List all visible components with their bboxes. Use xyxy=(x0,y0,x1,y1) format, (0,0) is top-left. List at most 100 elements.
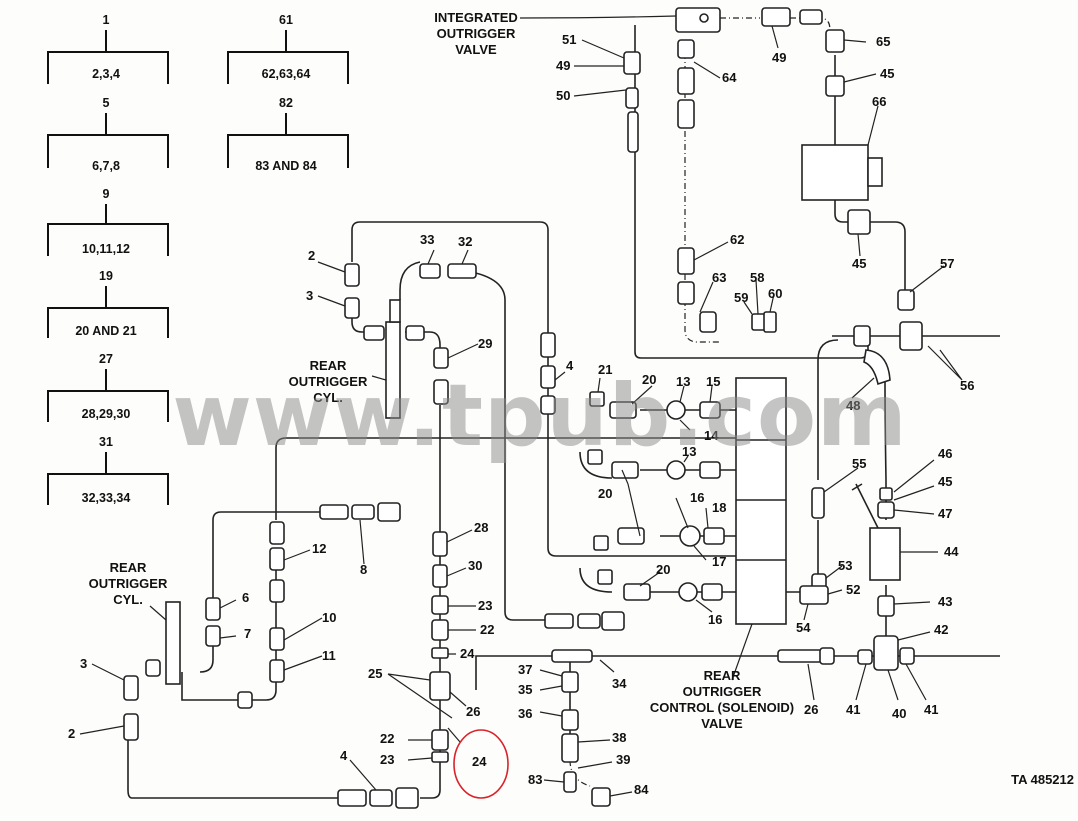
callout: 49 xyxy=(556,58,570,73)
fitting-22b xyxy=(431,729,449,751)
fitting-64c xyxy=(677,99,695,129)
callout: 53 xyxy=(838,558,852,573)
tree-top: 31 xyxy=(99,435,113,449)
rear-cylinder-upper-rod xyxy=(389,299,401,323)
callout: 18 xyxy=(712,500,726,515)
integrated-valve-port xyxy=(699,13,709,23)
rear-cylinder-lower xyxy=(165,601,181,685)
fitting-43 xyxy=(877,595,895,617)
callout: 28 xyxy=(474,520,488,535)
callout: 11 xyxy=(322,648,336,663)
tree-top: 19 xyxy=(99,269,113,283)
callout: 17 xyxy=(712,554,726,569)
fitting-20b-cap xyxy=(587,449,603,465)
fitting-48-elbow xyxy=(863,349,891,386)
fitting-20a xyxy=(609,401,637,419)
fitting-cyl-lower-b xyxy=(237,691,253,709)
callout: 3 xyxy=(80,656,87,671)
callout: 22 xyxy=(480,622,494,637)
item-44-valve xyxy=(869,527,901,581)
tree-bracket xyxy=(227,30,349,84)
fitting-34c xyxy=(601,611,625,631)
pipe-26-link xyxy=(475,655,560,690)
callout: 26 xyxy=(466,704,480,719)
fitting-57 xyxy=(897,289,915,311)
tree-bottom: 10,11,12 xyxy=(82,242,130,256)
fitting-4f xyxy=(395,787,419,809)
callout: 47 xyxy=(938,506,952,521)
caption-control-valve-3: CONTROL (SOLENOID) xyxy=(650,700,794,715)
callout: 63 xyxy=(712,270,726,285)
tree-group-1: 1 2,3,4 xyxy=(47,13,169,84)
item-44-handle xyxy=(851,483,879,529)
control-valve-body xyxy=(735,377,787,625)
callout: 3 xyxy=(306,288,313,303)
fitting-55 xyxy=(811,487,825,519)
callout: 24 xyxy=(472,754,487,769)
fitting-13b xyxy=(666,460,686,480)
fitting-84 xyxy=(591,787,611,807)
callout: 39 xyxy=(616,752,630,767)
caption-rear-cyl-lower-1: REAR xyxy=(110,560,147,575)
tree-group-5: 5 6,7,8 xyxy=(47,96,169,173)
callout: 55 xyxy=(852,456,866,471)
fitting-45a xyxy=(825,75,845,97)
fitting-49c xyxy=(799,9,823,25)
fitting-45b xyxy=(847,209,871,235)
caption-rear-cyl-lower-2: OUTRIGGER xyxy=(89,576,168,591)
tree-bottom: 62,63,64 xyxy=(262,67,311,81)
fitting-2b xyxy=(123,713,139,741)
fitting-60 xyxy=(763,311,777,333)
fitting-10b xyxy=(269,627,285,651)
fitting-65 xyxy=(825,29,845,53)
caption-control-valve-2: OUTRIGGER xyxy=(683,684,762,699)
tree-group-82: 82 83 AND 84 xyxy=(227,96,349,173)
fitting-4a xyxy=(540,332,556,358)
fitting-83 xyxy=(563,771,577,793)
tree-bracket xyxy=(47,113,169,168)
fitting-23b xyxy=(431,751,449,763)
callout: 84 xyxy=(634,782,649,797)
pipe-33-bend xyxy=(399,261,421,300)
fitting-cyl-lower xyxy=(145,659,161,677)
tree-group-31: 31 32,33,34 xyxy=(47,435,169,505)
leaders-left xyxy=(79,519,365,735)
fitting-18 xyxy=(703,527,725,545)
callout: 23 xyxy=(478,598,492,613)
leader-cyl-lower xyxy=(149,605,167,621)
callout: 20 xyxy=(598,486,612,501)
pipe-top-loop xyxy=(351,221,736,557)
callout: 16 xyxy=(690,490,704,505)
tree-group-27: 27 28,29,30 xyxy=(47,352,169,422)
pipe-upper-left-h xyxy=(212,511,320,598)
tree-bottom: 20 AND 21 xyxy=(75,324,136,338)
fitting-56 xyxy=(899,321,923,351)
pipe-20-lead xyxy=(579,451,613,479)
callout: 13 xyxy=(676,374,690,389)
tree-group-61: 61 62,63,64 xyxy=(227,13,349,84)
callout: 35 xyxy=(518,682,532,697)
callout: 22 xyxy=(380,731,394,746)
fitting-16c xyxy=(701,583,723,601)
fitting-25 xyxy=(429,671,451,701)
fitting-13c xyxy=(699,461,721,479)
fitting-20d-cap xyxy=(597,569,613,585)
tree-bottom: 83 AND 84 xyxy=(255,159,316,173)
tree-bottom: 32,33,34 xyxy=(82,491,131,505)
callout: 45 xyxy=(852,256,866,271)
fitting-34a xyxy=(544,613,574,629)
fitting-11 xyxy=(269,659,285,683)
callout: 56 xyxy=(960,378,974,393)
callout: 12 xyxy=(312,541,326,556)
tree-bracket xyxy=(47,204,169,256)
fitting-6 xyxy=(205,597,221,621)
callout: 66 xyxy=(872,94,886,109)
callout: 36 xyxy=(518,706,532,721)
fitting-28 xyxy=(432,531,448,557)
tree-bracket xyxy=(47,286,169,338)
callout: 23 xyxy=(380,752,394,767)
callout: 2 xyxy=(308,248,315,263)
item-66-tab xyxy=(867,157,883,187)
callout: 83 xyxy=(528,772,542,787)
